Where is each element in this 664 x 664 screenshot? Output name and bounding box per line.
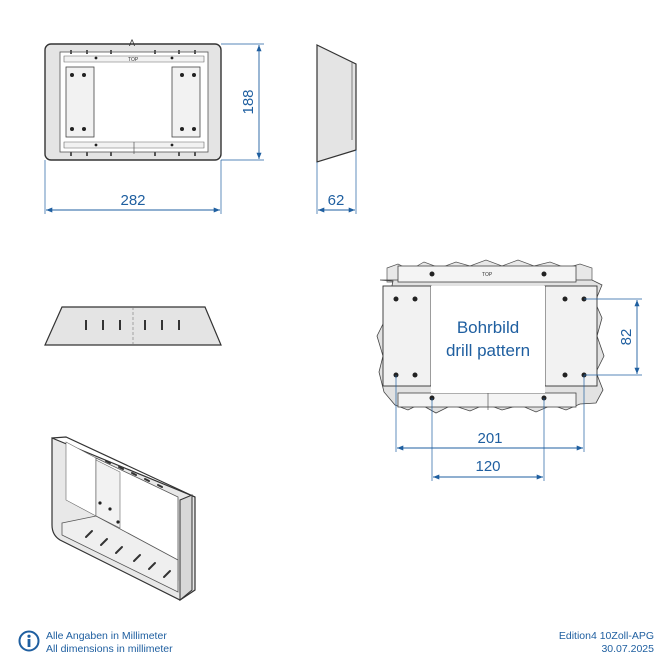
units-note: Alle Angaben in Millimeter All dimension… [46, 630, 173, 656]
width-dimension: 282 [44, 160, 222, 214]
height-dimension: 188 [221, 43, 264, 161]
top-view [44, 306, 222, 346]
info-circle-icon [18, 630, 40, 652]
drill-pattern-detail: TOP Bohrbild drill pattern [376, 259, 605, 414]
vertical-hole-value: 82 [618, 329, 635, 346]
isometric-view [51, 436, 196, 602]
edition-date: 30.07.2025 [601, 643, 654, 655]
drill-pattern-label-en: drill pattern [446, 341, 530, 360]
view-marker: A [129, 38, 135, 48]
outer-hole-value: 201 [477, 430, 502, 447]
units-note-de: Alle Angaben in Millimeter [46, 630, 167, 642]
top-label: TOP [128, 57, 139, 63]
depth-value: 62 [328, 192, 345, 209]
edition-label: Edition4 10Zoll-APG [558, 630, 654, 642]
inner-hole-value: 120 [475, 458, 500, 475]
width-value: 282 [120, 192, 145, 209]
edition-info: Edition4 10Zoll-APG 30.07.2025 [559, 630, 654, 656]
outer-hole-dimension: 201 [395, 375, 585, 452]
front-view: TOP A [44, 38, 222, 161]
height-value: 188 [240, 89, 257, 114]
vertical-hole-dimension: 82 [584, 298, 642, 376]
side-view [316, 44, 357, 163]
drill-pattern-label-de: Bohrbild [457, 318, 519, 337]
depth-dimension: 62 [316, 150, 357, 214]
units-note-en: All dimensions in millimeter [46, 643, 173, 655]
top-label-detail: TOP [482, 272, 493, 278]
inner-hole-dimension: 120 [431, 398, 545, 481]
